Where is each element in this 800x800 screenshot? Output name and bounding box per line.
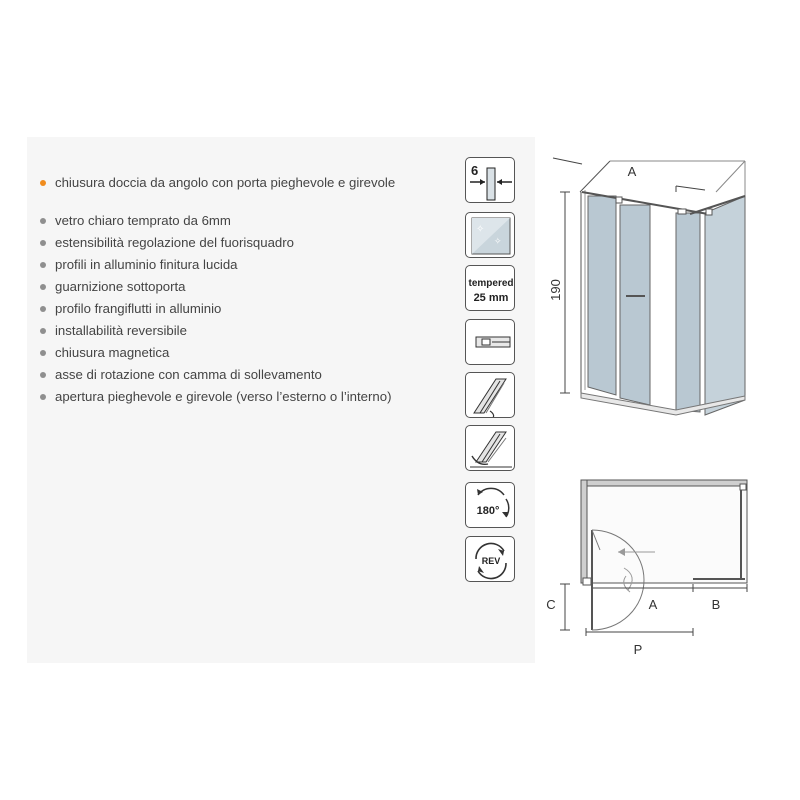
tempered-size-label: 25 mm [474,292,509,304]
svg-text:✧: ✧ [476,224,484,235]
reversible-icon: REV [465,536,515,582]
svg-text:✧: ✧ [494,237,502,247]
feature-item: chiusura magnetica [37,342,457,364]
plan-label-c: C [546,597,555,612]
aluminium-profile-icon [465,319,515,365]
feature-highlight: chiusura doccia da angolo con porta pieg… [37,172,457,194]
shower-plan-view [560,479,748,636]
feature-item: guarnizione sottoporta [37,276,457,298]
feature-item: asse di rotazione con camma di sollevame… [37,364,457,386]
feature-item: estensibilità regolazione del fuorisquad… [37,232,457,254]
clear-glass-icon: ✧ ✧ [465,212,515,258]
feature-item: profili in alluminio finitura lucida [37,254,457,276]
tempered-label: tempered [468,278,513,289]
top-dimension-label: A [628,164,637,179]
feature-item: apertura pieghevole e girevole (verso l’… [37,386,457,408]
feature-item: vetro chiaro temprato da 6mm [37,210,457,232]
water-deflector-icon [465,425,515,471]
shower-3d-view [552,157,746,416]
plan-label-p: P [634,642,643,657]
tempered-glass-icon: tempered 25 mm [465,265,515,311]
glass-thickness-label: 6 [471,163,478,178]
glass-thickness-icon: 6 [465,157,515,203]
door-seal-icon [465,372,515,418]
feature-item: installabilità reversibile [37,320,457,342]
feature-list: chiusura doccia da angolo con porta pieg… [37,172,457,408]
reversible-label: REV [482,556,501,566]
plan-label-b: B [712,597,721,612]
rotation-180-icon: 180° [465,482,515,528]
plan-label-a: A [649,597,658,612]
rotation-label: 180° [477,505,500,517]
height-dimension-label: 190 [548,279,563,301]
feature-item: profilo frangiflutti in alluminio [37,298,457,320]
